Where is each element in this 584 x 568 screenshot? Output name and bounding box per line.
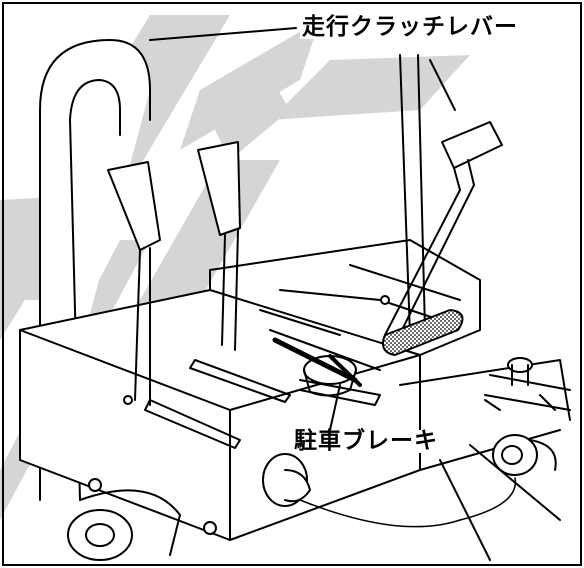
- travel-clutch-lever-label: 走行クラッチレバー: [300, 14, 520, 40]
- transmission-housing: [19, 239, 571, 561]
- bolt-icon: [380, 295, 390, 305]
- front-knob: [262, 453, 311, 507]
- right-linkage: [484, 357, 571, 476]
- middle-control-lever: [197, 141, 241, 351]
- bolt-icon: [203, 521, 217, 535]
- parking-brake-label: 駐車ブレーキ: [292, 428, 440, 454]
- travel-clutch-lever: [384, 54, 503, 339]
- bolt-icon: [123, 395, 133, 405]
- leader-line-clutch: [149, 27, 297, 41]
- leader-line-brake: [329, 384, 341, 431]
- parking-brake-knob: [272, 337, 362, 397]
- front-hub: [67, 489, 181, 561]
- bolt-icon: [88, 478, 102, 492]
- brake-cable: [299, 477, 517, 528]
- clutch-grip: [382, 309, 464, 356]
- left-control-lever: [107, 161, 161, 406]
